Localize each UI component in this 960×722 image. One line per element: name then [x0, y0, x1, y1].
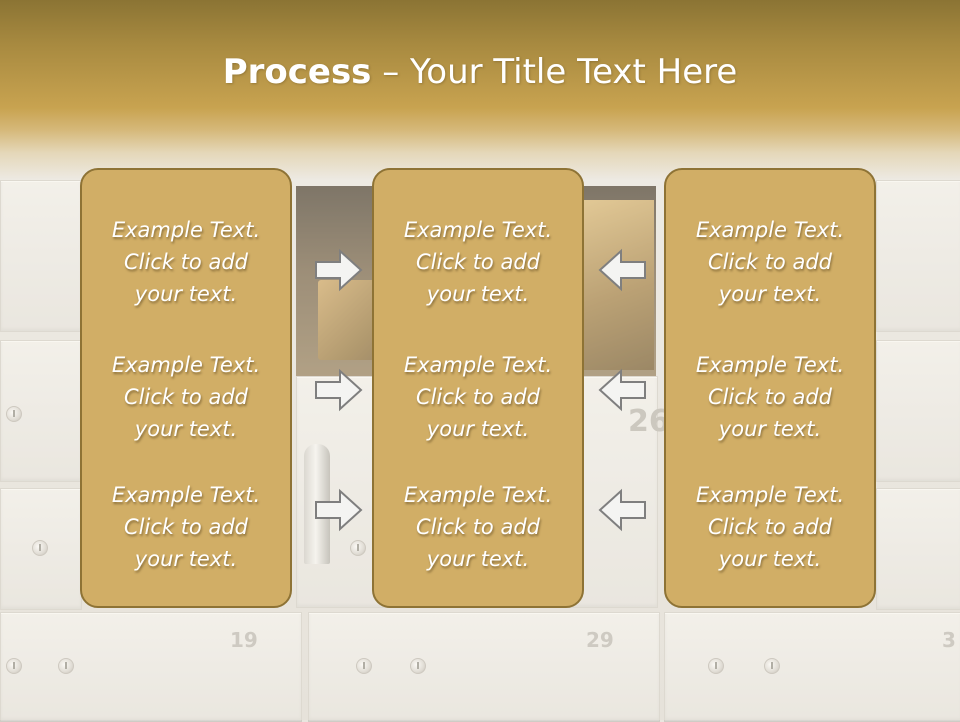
text-line: Example Text. [111, 218, 261, 242]
text-line: your text. [134, 547, 238, 571]
text-line: Example Text. [111, 483, 261, 507]
text-line: your text. [134, 282, 238, 306]
text-line: Example Text. [403, 353, 553, 377]
arrow-right-icon[interactable] [314, 248, 364, 292]
text-line: your text. [718, 282, 822, 306]
text-line: your text. [718, 547, 822, 571]
keyhole-icon [6, 406, 22, 422]
text-line: your text. [426, 547, 530, 571]
arrow-left-icon[interactable] [597, 248, 647, 292]
keyhole-icon [708, 658, 724, 674]
keyhole-icon [350, 540, 366, 556]
text-line: Click to add [123, 515, 248, 539]
title-rest: – Your Title Text Here [371, 52, 738, 92]
text-line: Example Text. [695, 353, 845, 377]
process-box-left[interactable]: Example Text. Click to add your text. Ex… [80, 168, 292, 608]
deposit-box [0, 180, 82, 332]
process-box-middle[interactable]: Example Text. Click to add your text. Ex… [372, 168, 584, 608]
text-placeholder[interactable]: Example Text. Click to add your text. [374, 349, 582, 445]
text-placeholder[interactable]: Example Text. Click to add your text. [82, 479, 290, 575]
text-placeholder[interactable]: Example Text. Click to add your text. [82, 349, 290, 445]
text-line: Example Text. [695, 483, 845, 507]
text-placeholder[interactable]: Example Text. Click to add your text. [374, 479, 582, 575]
process-box-right[interactable]: Example Text. Click to add your text. Ex… [664, 168, 876, 608]
text-line: your text. [134, 417, 238, 441]
deposit-box [876, 180, 960, 332]
keyhole-icon [58, 658, 74, 674]
text-line: your text. [718, 417, 822, 441]
text-line: Click to add [707, 385, 832, 409]
keyhole-icon [764, 658, 780, 674]
keyhole-icon [410, 658, 426, 674]
title-bold: Process [222, 52, 372, 92]
text-line: Click to add [707, 515, 832, 539]
text-line: Click to add [415, 515, 540, 539]
arrow-right-icon[interactable] [314, 488, 364, 532]
text-line: your text. [426, 417, 530, 441]
text-line: Click to add [707, 250, 832, 274]
box-number: 3 [942, 628, 956, 652]
text-line: your text. [426, 282, 530, 306]
text-placeholder[interactable]: Example Text. Click to add your text. [82, 214, 290, 310]
text-placeholder[interactable]: Example Text. Click to add your text. [666, 349, 874, 445]
text-line: Example Text. [111, 353, 261, 377]
text-placeholder[interactable]: Example Text. Click to add your text. [666, 214, 874, 310]
deposit-box [0, 612, 302, 722]
keyhole-icon [32, 540, 48, 556]
text-line: Example Text. [403, 483, 553, 507]
title-band [0, 0, 960, 180]
arrow-left-icon[interactable] [597, 368, 647, 412]
text-line: Click to add [415, 250, 540, 274]
slide-title[interactable]: Process – Your Title Text Here [0, 52, 960, 92]
text-line: Click to add [123, 250, 248, 274]
text-line: Example Text. [695, 218, 845, 242]
text-line: Click to add [415, 385, 540, 409]
keyhole-icon [356, 658, 372, 674]
deposit-box [876, 340, 960, 482]
box-number: 26 [628, 404, 670, 439]
text-line: Click to add [123, 385, 248, 409]
arrow-left-icon[interactable] [597, 488, 647, 532]
keyhole-icon [6, 658, 22, 674]
text-placeholder[interactable]: Example Text. Click to add your text. [666, 479, 874, 575]
deposit-box [876, 488, 960, 610]
box-number: 29 [586, 628, 614, 652]
text-placeholder[interactable]: Example Text. Click to add your text. [374, 214, 582, 310]
text-line: Example Text. [403, 218, 553, 242]
arrow-right-icon[interactable] [314, 368, 364, 412]
box-number: 19 [230, 628, 258, 652]
